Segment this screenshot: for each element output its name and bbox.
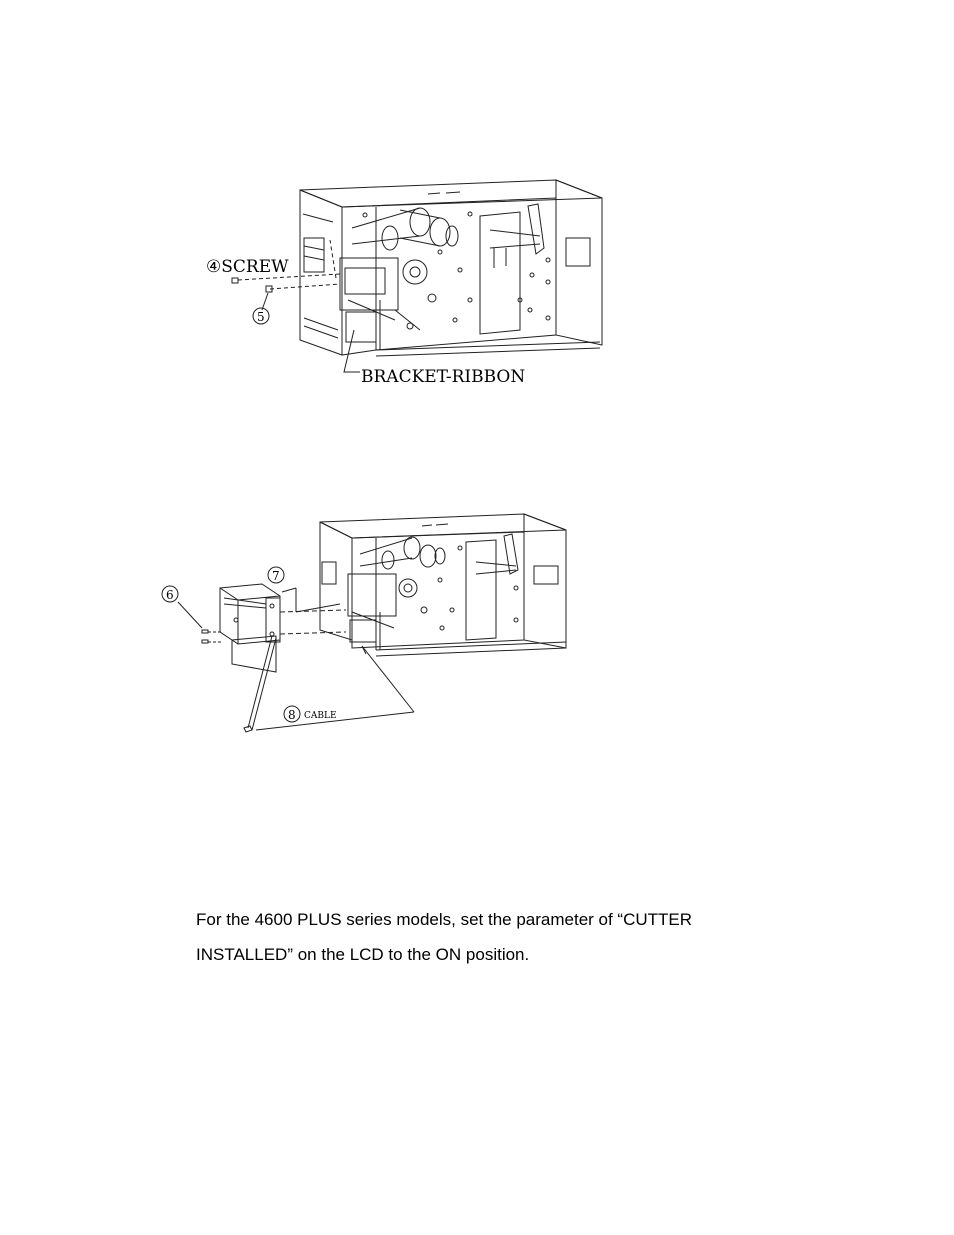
figure-bracket-ribbon-removal: ④SCREW 5 BRACKET-RIBBON bbox=[206, 179, 603, 387]
callout-6-label: 6 bbox=[166, 588, 174, 602]
printer-drawing-2 bbox=[319, 513, 567, 657]
callout-8-circle bbox=[283, 705, 301, 723]
callout-5-circle bbox=[252, 307, 270, 325]
callout-5-label: 5 bbox=[257, 310, 265, 324]
bracket-ribbon-label: BRACKET-RIBBON bbox=[361, 367, 525, 387]
callout-6-circle bbox=[161, 585, 179, 603]
figure-cutter-install: 6 7 8 CABLE bbox=[161, 513, 567, 733]
callout-7-circle bbox=[267, 566, 285, 584]
instruction-paragraph: For the 4600 PLUS series models, set the… bbox=[196, 902, 816, 972]
callout-8-label: 8 bbox=[288, 708, 296, 722]
instruction-line-2: INSTALLED” on the LCD to the ON position… bbox=[196, 945, 530, 964]
cutter-callout-lines bbox=[177, 587, 415, 733]
printer-drawing-1 bbox=[299, 179, 603, 357]
cable-label: CABLE bbox=[304, 711, 337, 721]
instruction-line-1: For the 4600 PLUS series models, set the… bbox=[196, 910, 693, 929]
screw-label: ④SCREW bbox=[206, 257, 289, 277]
screw-callout bbox=[231, 239, 341, 311]
callout-7-label: 7 bbox=[272, 569, 280, 583]
bracket-leader bbox=[343, 329, 360, 373]
